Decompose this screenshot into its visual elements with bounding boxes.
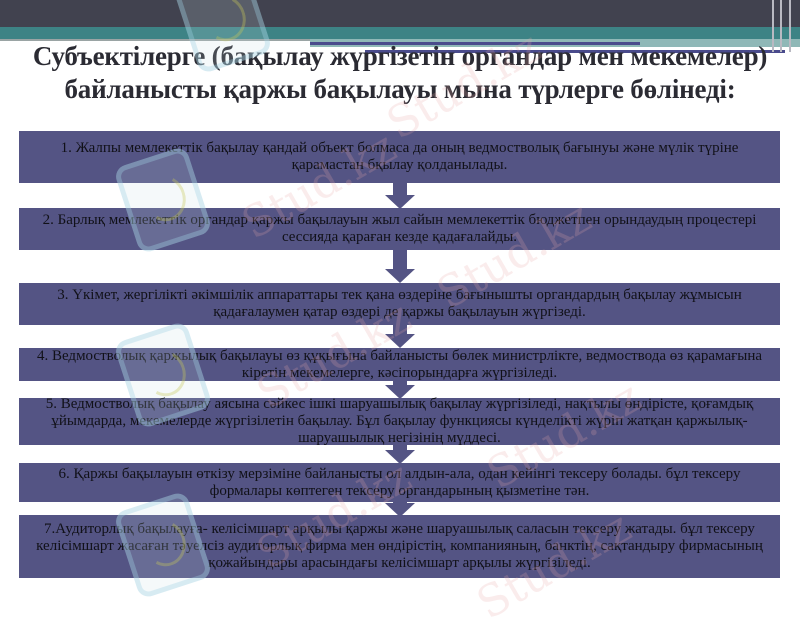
flow-step-7: 7.Аудиторлық бақылауға- келісімшарт арқы… [19, 515, 780, 578]
title-line-1: Субъектілерге (бақылау жүргізетін органд… [32, 41, 768, 71]
arrow-down-icon [385, 445, 415, 464]
decorative-line [789, 0, 791, 52]
flow-step-5: 5. Ведмостволық бақылау аясына сәйкес іш… [19, 396, 780, 446]
decorative-line [310, 42, 640, 45]
arrow-down-icon [385, 502, 415, 517]
flow-step-4: 4. Ведмостволық қаржылық бақылауы өз құқ… [19, 348, 780, 381]
flow-step-2: 2. Барлық мемлекеттік органдар қаржы бақ… [19, 208, 780, 250]
decorative-line [365, 50, 785, 53]
flow-step-label: 7.Аудиторлық бақылауға- келісімшарт арқы… [36, 521, 763, 571]
decorative-line [780, 0, 782, 52]
decorative-line [772, 0, 774, 52]
flow-step-6: 6. Қаржы бақылауын өткізу мерзіміне байл… [19, 463, 780, 502]
header-band [0, 0, 800, 27]
arrow-down-icon [385, 250, 415, 284]
flow-step-label: 5. Ведмостволық бақылау аясына сәйкес іш… [45, 396, 754, 446]
arrow-down-icon [385, 325, 415, 349]
header-divider [0, 39, 310, 41]
flow-step-label: 3. Үкімет, жергілікті әкімшілік аппаратт… [57, 287, 742, 320]
flow-step-1: 1. Жалпы мемлекеттік бақылау қандай объе… [19, 131, 780, 183]
flow-step-label: 1. Жалпы мемлекеттік бақылау қандай объе… [60, 140, 739, 173]
flow-step-label: 6. Қаржы бақылауын өткізу мерзіміне байл… [58, 465, 741, 499]
title-line-2: байланысты қаржы бақылауы мына түрлерге … [64, 74, 736, 104]
arrow-down-icon [385, 381, 415, 399]
slide-title: Субъектілерге (бақылау жүргізетін органд… [0, 40, 800, 106]
header-accent-band [0, 27, 800, 39]
flow-step-label: 2. Барлық мемлекеттік органдар қаржы бақ… [42, 212, 757, 245]
arrow-down-icon [385, 183, 415, 209]
flow-step-label: 4. Ведмостволық қаржылық бақылауы өз құқ… [36, 347, 763, 381]
flow-step-3: 3. Үкімет, жергілікті әкімшілік аппаратт… [19, 283, 780, 325]
